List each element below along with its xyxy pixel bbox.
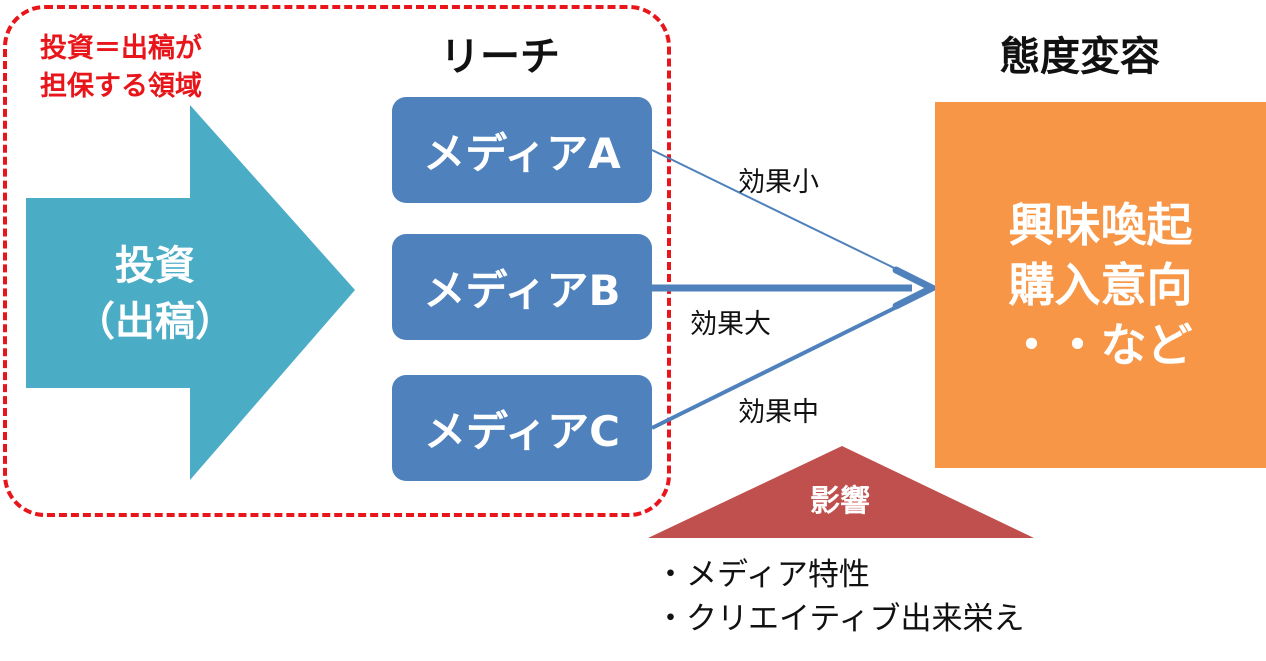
effect-label-a: 効果小 <box>738 167 819 198</box>
effect-label-b: 効果大 <box>690 309 771 340</box>
factor-item: ・メディア特性 <box>655 557 870 593</box>
outcome-line-3: ・・など <box>1008 318 1193 372</box>
connector-media-a <box>651 149 926 284</box>
investment-line-2: （出稿） <box>75 299 235 345</box>
investment-domain-note: 投資＝出稿が 担保する領域 <box>40 30 202 106</box>
investment-label: 投資 （出稿） <box>50 238 260 350</box>
attitude-change-heading: 態度変容 <box>1000 34 1160 80</box>
investment-arrow <box>26 105 355 480</box>
outcome-box: 興味喚起 購入意向 ・・など <box>935 102 1266 468</box>
reach-heading: リーチ <box>440 34 560 80</box>
media-c-box: メディアC <box>392 375 652 481</box>
connector-media-c <box>651 291 926 430</box>
effect-label-c: 効果中 <box>738 397 819 428</box>
influence-label: 影響 <box>810 484 870 519</box>
media-b-box: メディアB <box>392 234 652 340</box>
outcome-line-2: 購入意向 <box>1008 258 1193 312</box>
influence-triangle <box>648 446 1034 538</box>
media-a-box: メディアA <box>392 97 652 203</box>
outcome-line-1: 興味喚起 <box>1008 198 1193 252</box>
investment-domain-boundary <box>3 5 671 517</box>
investment-line-1: 投資 <box>115 243 195 289</box>
factor-item: ・クリエイティブ出来栄え <box>655 601 1025 637</box>
connector-arrowhead <box>892 266 940 310</box>
domain-note-line-1: 投資＝出稿が <box>40 33 202 64</box>
influence-factors: ・メディア特性 ・クリエイティブ出来栄え <box>655 553 1025 641</box>
domain-note-line-2: 担保する領域 <box>40 71 202 102</box>
